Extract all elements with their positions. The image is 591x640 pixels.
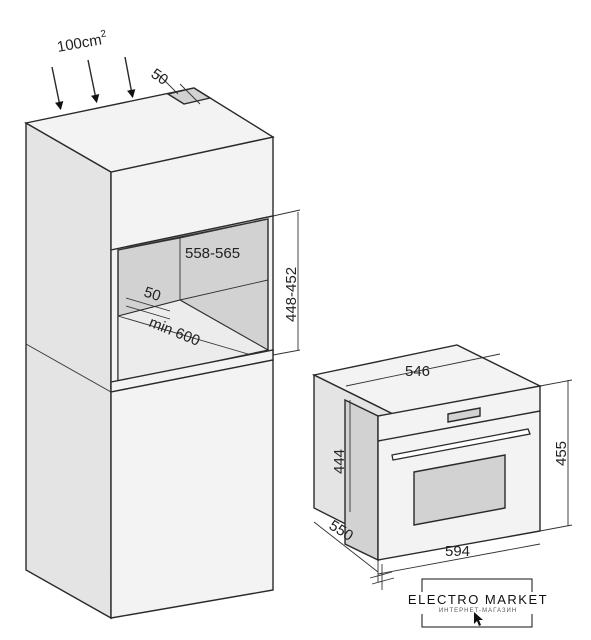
niche-floor: [117, 299, 270, 383]
vent-area-label: 100cm2: [55, 28, 109, 56]
arrow-icon: [51, 66, 64, 111]
oven-body-height-dimension: 444: [331, 400, 351, 512]
arrow-icon: [87, 59, 100, 104]
niche-height-dimension: 448-452: [272, 209, 301, 356]
tall-cabinet: [24, 87, 275, 620]
airflow-arrows: [51, 56, 136, 111]
cursor-icon: [474, 612, 483, 626]
oven-display: [447, 407, 481, 423]
cabinet-side-seam: [25, 343, 112, 393]
oven-front-width-label: 594: [445, 543, 470, 560]
floor-gap-dimension: 50: [125, 284, 171, 320]
oven-front-width-dimension: 594: [377, 543, 541, 582]
top-vent-slot: [166, 87, 212, 105]
top-gap-label: 50: [148, 65, 171, 88]
electro-market-logo: ELECTRO MARKET ИНТЕРНЕТ-МАГАЗИН: [408, 578, 548, 628]
niche-back-floor-edge: [179, 279, 269, 301]
logo-subtitle: ИНТЕРНЕТ-МАГАЗИН: [439, 608, 517, 614]
niche-width-label: 558-565: [185, 245, 240, 262]
oven-body-height-label: 444: [331, 449, 348, 474]
cabinet-left-side: [25, 121, 112, 620]
control-strip-edge: [377, 410, 541, 442]
oven-top-width-dimension: 546: [345, 353, 501, 387]
arrow-icon: [124, 56, 136, 99]
top-gap-dimension: 50: [148, 65, 201, 105]
cabinet-lower-door: [110, 359, 274, 619]
oven-total-height-dimension: 455: [539, 379, 573, 532]
niche-width-dimension: 558-565: [179, 218, 269, 262]
front-offset-ticks: [369, 564, 395, 590]
built-in-oven: [311, 344, 543, 562]
niche-height-label: 448-452: [283, 267, 300, 322]
oven-total-height-label: 455: [553, 441, 570, 466]
niche-top-edge: [117, 237, 181, 251]
logo-title: ELECTRO MARKET: [408, 592, 548, 607]
oven-top-width-label: 546: [405, 363, 430, 380]
oven-handle: [391, 428, 531, 461]
oven-door-window: [413, 454, 506, 526]
floor-gap-label: 50: [142, 284, 163, 305]
cabinet-top: [24, 87, 275, 173]
